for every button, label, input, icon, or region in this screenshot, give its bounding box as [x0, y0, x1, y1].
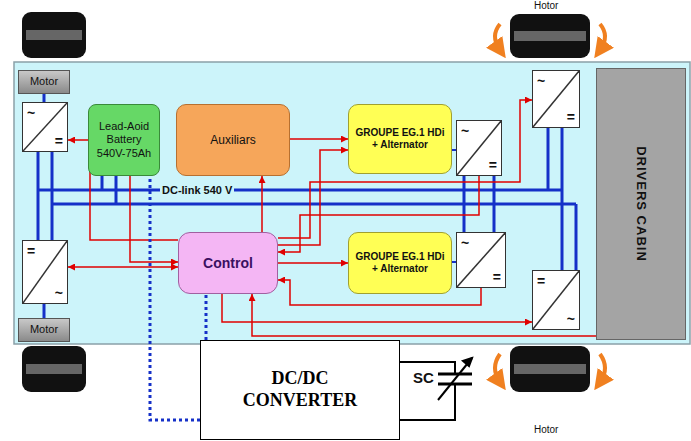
converter-symbol-box: ~=	[456, 120, 502, 176]
converter-symbol-box: =~	[532, 270, 580, 330]
wheel	[22, 346, 86, 392]
converter-symbol: =	[27, 244, 35, 258]
auxiliaries-box: Auxiliars	[176, 104, 290, 176]
motor-box: Motor	[18, 70, 70, 94]
converter-symbol-box: ~=	[456, 232, 506, 288]
box-label: Auxiliars	[210, 133, 255, 147]
converter-symbol: ~	[27, 106, 35, 120]
control-signal	[68, 266, 178, 268]
wheel	[510, 346, 590, 392]
control-signal	[278, 100, 532, 238]
bus-label: DC-link 540 V	[160, 184, 234, 196]
wheel	[510, 14, 590, 58]
converter-symbol: =	[537, 274, 545, 288]
converter-symbol: ~	[55, 286, 63, 300]
component-label: SC	[411, 369, 436, 386]
converter-symbol: =	[55, 134, 63, 148]
motor-label: Hotor	[532, 424, 560, 435]
supercapacitor-symbol	[400, 358, 472, 420]
box-label: Lead-Aoid Battery 540V-75Ah	[93, 120, 155, 160]
motor-label: Hotor	[532, 0, 560, 11]
cabin-label: DRIVERS CABIN	[633, 146, 649, 262]
converter-symbol-box: ~=	[22, 102, 68, 152]
cabin-box: DRIVERS CABIN	[596, 68, 686, 340]
converter-symbol: ~	[461, 124, 469, 138]
control-box: Control	[178, 232, 278, 294]
converter-symbol-box: =~	[22, 240, 68, 304]
box-label: DC/DC CONVERTER	[230, 368, 370, 411]
converter-symbol-box: ~=	[532, 70, 580, 128]
converter-symbol: =	[567, 110, 575, 124]
chassis	[14, 62, 690, 344]
control-signal	[222, 294, 532, 322]
box-label: GROUPE EG.1 HDi + Alternator	[352, 127, 448, 151]
converter-symbol: ~	[461, 236, 469, 250]
motor-box: Motor	[18, 318, 70, 342]
box-label: Control	[203, 255, 253, 272]
generator-box: GROUPE EG.1 HDi + Alternator	[348, 232, 452, 294]
dc-link-bus	[38, 94, 576, 318]
converter-symbol: =	[493, 270, 501, 284]
converter-symbol: =	[489, 158, 497, 172]
control-signal	[278, 262, 348, 264]
dotted-link	[205, 294, 208, 340]
control-signal	[290, 138, 348, 140]
box-label: GROUPE EG.1 HDi + Alternator	[352, 251, 448, 275]
box-label: Motor	[30, 323, 58, 336]
wheel	[22, 12, 86, 58]
battery-box: Lead-Aoid Battery 540V-75Ah	[88, 104, 160, 176]
converter-symbol: ~	[537, 74, 545, 88]
converter-box: DC/DC CONVERTER	[200, 340, 400, 440]
box-label: Motor	[30, 75, 58, 88]
generator-box: GROUPE EG.1 HDi + Alternator	[348, 104, 452, 174]
converter-symbol: ~	[567, 312, 575, 326]
control-signal	[261, 176, 263, 232]
dotted-link	[150, 176, 200, 420]
